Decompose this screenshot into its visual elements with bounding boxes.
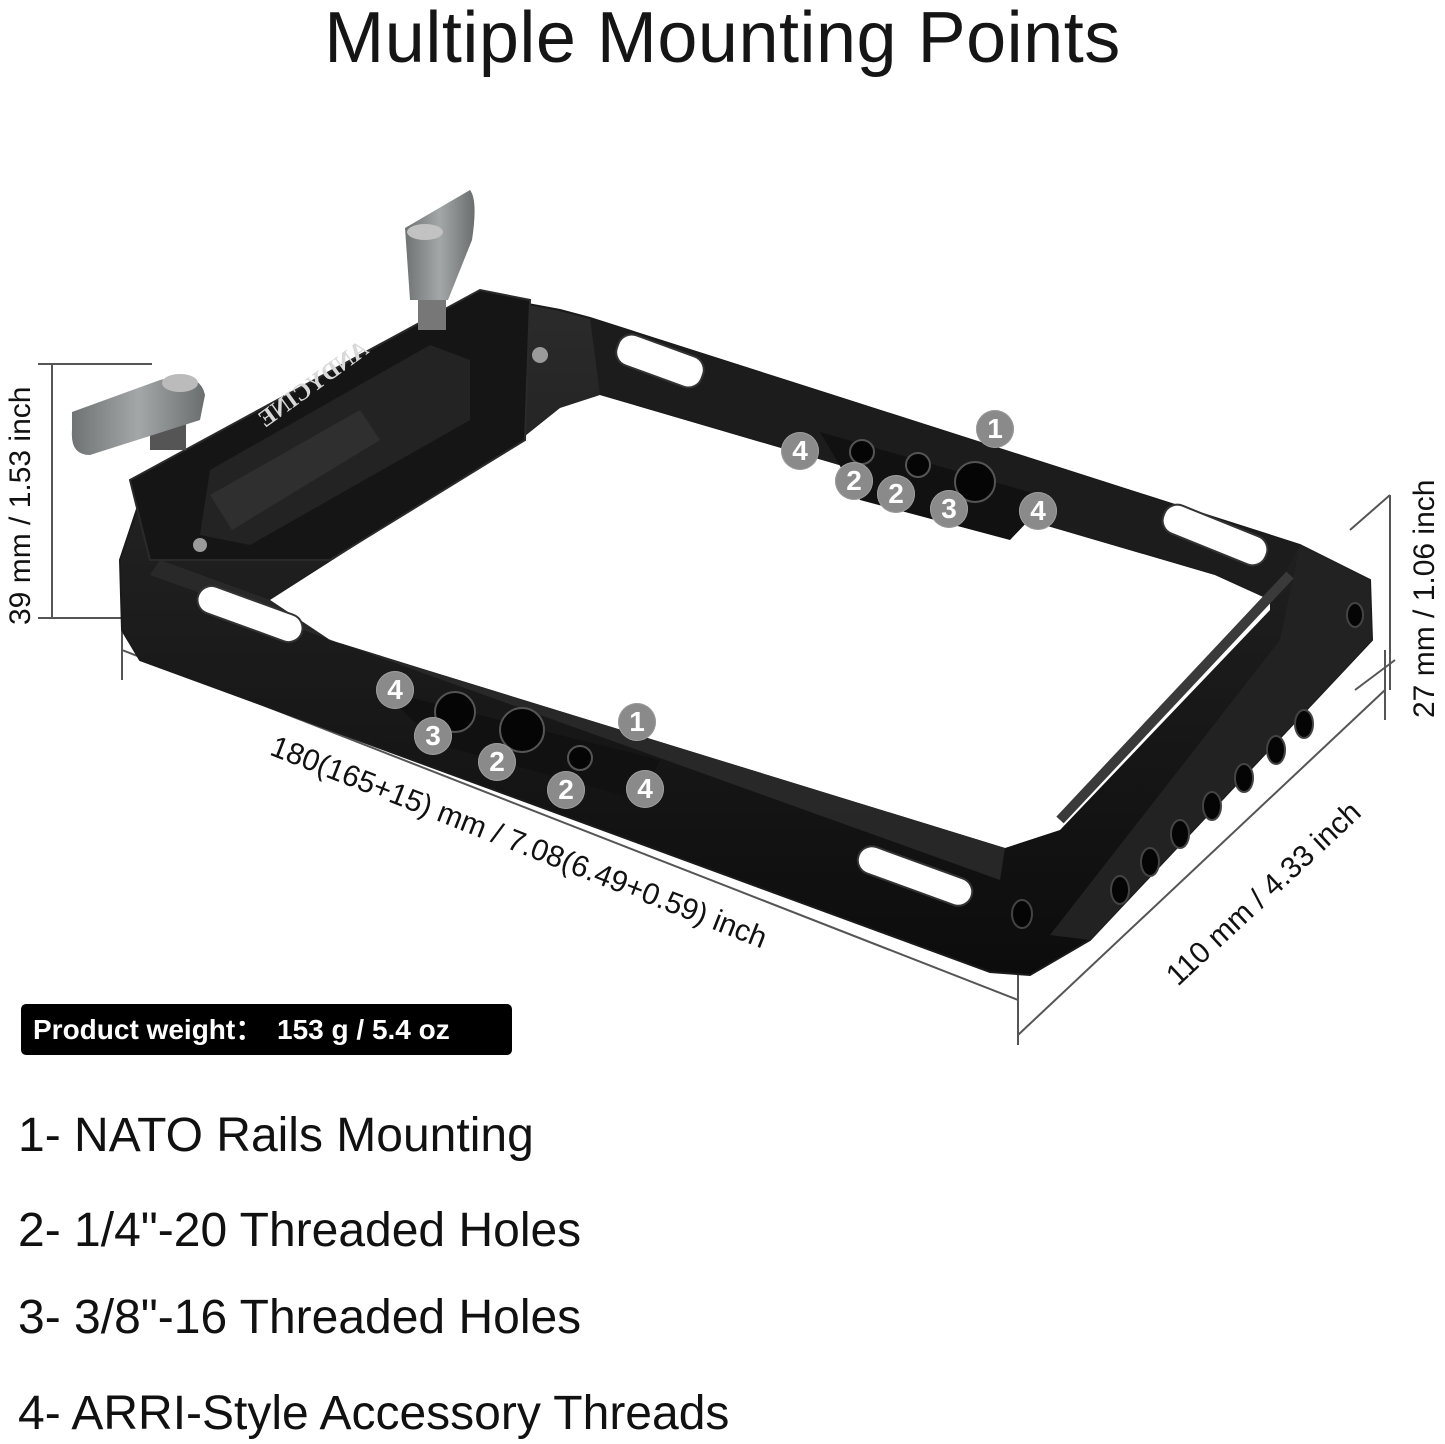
legend-item-arri: 4- ARRI-Style Accessory Threads	[18, 1386, 729, 1442]
page-title: Multiple Mounting Points	[324, 0, 1121, 78]
legend-item-three-eighths: 3- 3/8"-16 Threaded Holes	[18, 1290, 581, 1346]
legend-text: 1/4"-20 Threaded Holes	[74, 1204, 582, 1257]
thumb-screw-knob-right	[405, 190, 475, 330]
callout-quarter-inch-hole: 2	[877, 475, 915, 513]
callout-three-eighths-hole: 3	[414, 717, 452, 755]
thumb-screw-knob-left	[71, 374, 206, 455]
legend-item-nato: 1- NATO Rails Mounting	[18, 1108, 534, 1164]
callout-quarter-inch-hole: 2	[478, 743, 516, 781]
callout-arri-thread: 4	[376, 671, 414, 709]
weight-value: 153 g / 5.4 oz	[277, 1014, 450, 1045]
weight-label: Product weight：	[33, 1014, 264, 1045]
callout-three-eighths-hole: 3	[930, 490, 968, 528]
callout-arri-thread: 4	[626, 770, 664, 808]
callout-arri-thread: 4	[781, 432, 819, 470]
legend-number: 2-	[18, 1204, 61, 1257]
callout-arri-thread: 4	[1019, 492, 1057, 530]
legend-text: NATO Rails Mounting	[74, 1109, 534, 1162]
legend-number: 1-	[18, 1109, 61, 1162]
dimension-height-right: 27 mm / 1.06 inch	[1408, 479, 1441, 718]
callout-quarter-inch-hole: 2	[547, 771, 585, 809]
callout-nato-rail: 1	[976, 410, 1014, 448]
dimension-height-left: 39 mm / 1.53 inch	[4, 386, 37, 625]
legend-number: 3-	[18, 1291, 61, 1344]
legend-number: 4-	[18, 1387, 61, 1440]
legend-text: 3/8"-16 Threaded Holes	[74, 1291, 582, 1344]
callout-quarter-inch-hole: 2	[835, 462, 873, 500]
callout-nato-rail: 1	[618, 703, 656, 741]
legend-text: ARRI-Style Accessory Threads	[71, 1387, 730, 1440]
legend-item-quarter-inch: 2- 1/4"-20 Threaded Holes	[18, 1203, 581, 1259]
product-weight-badge: Product weight： 153 g / 5.4 oz	[21, 1004, 512, 1055]
